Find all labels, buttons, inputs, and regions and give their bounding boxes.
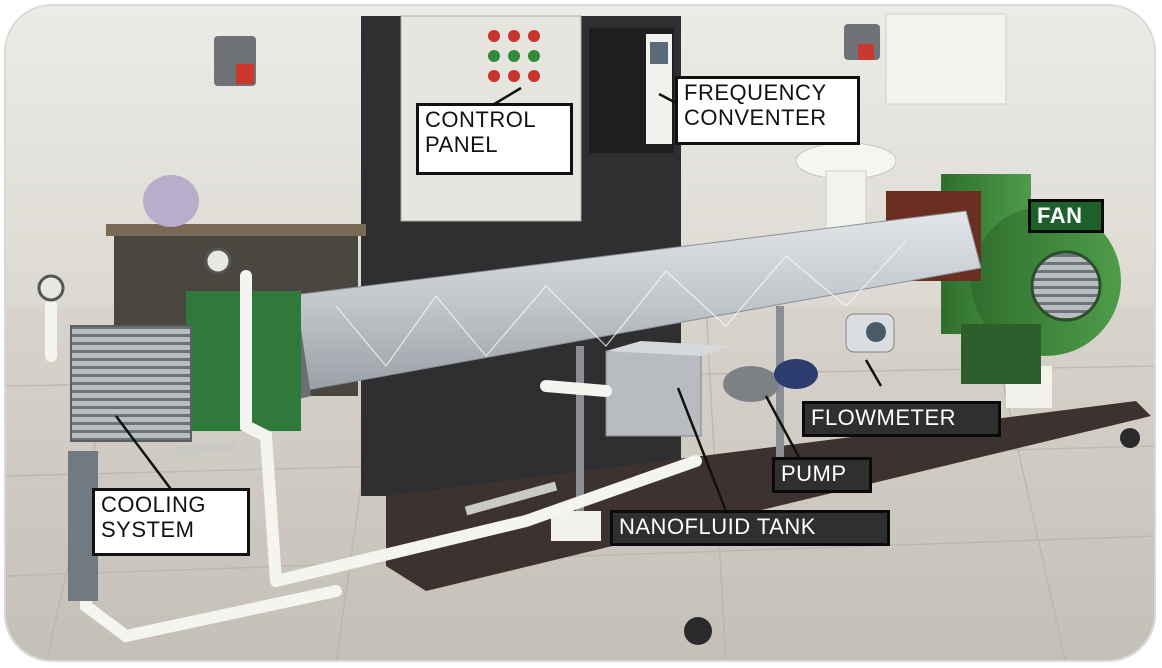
flowmeter-label: FLOWMETER [802,401,1001,437]
pump-label: PUMP [772,457,872,493]
support-post-1 [576,346,584,526]
frequency-converter-label: FREQUENCY CONVENTER [675,76,860,145]
frequency-converter-display [650,42,668,64]
nanofluid-tank-body [605,350,702,437]
wall-socket-left-red [236,64,254,84]
support-post-2 [776,306,784,466]
nanofluid-tank-label: NANOFLUID TANK [610,510,890,546]
flowmeter-display [866,322,886,342]
white-block-1 [551,511,601,541]
pump-motor [774,359,818,389]
experimental-setup-photo [6,6,1154,660]
base-platform [386,401,1151,591]
kettle [143,175,199,227]
pump-body [723,366,779,402]
pressure-gauges [37,247,232,302]
braided-hoses [175,441,558,516]
wall-socket-right-red [858,44,874,60]
caster-wheel-right [1120,428,1140,448]
cooling-system-label: COOLING SYSTEM [92,488,250,556]
work-desk [106,224,366,236]
label-leader-lines [115,86,883,512]
fan-stand [961,324,1041,384]
cooling-radiator [70,325,192,442]
fan-grill [1030,250,1102,322]
fan-label: FAN [1028,199,1104,233]
caster-wheel-front [684,617,712,645]
control-panel-label: CONTROL PANEL [416,103,573,175]
duct-foil-creases [335,240,907,367]
nanofluid-tank-top [606,341,731,356]
window [885,13,1007,105]
photo-frame: CONTROL PANEL FREQUENCY CONVENTER FAN FL… [4,4,1156,662]
